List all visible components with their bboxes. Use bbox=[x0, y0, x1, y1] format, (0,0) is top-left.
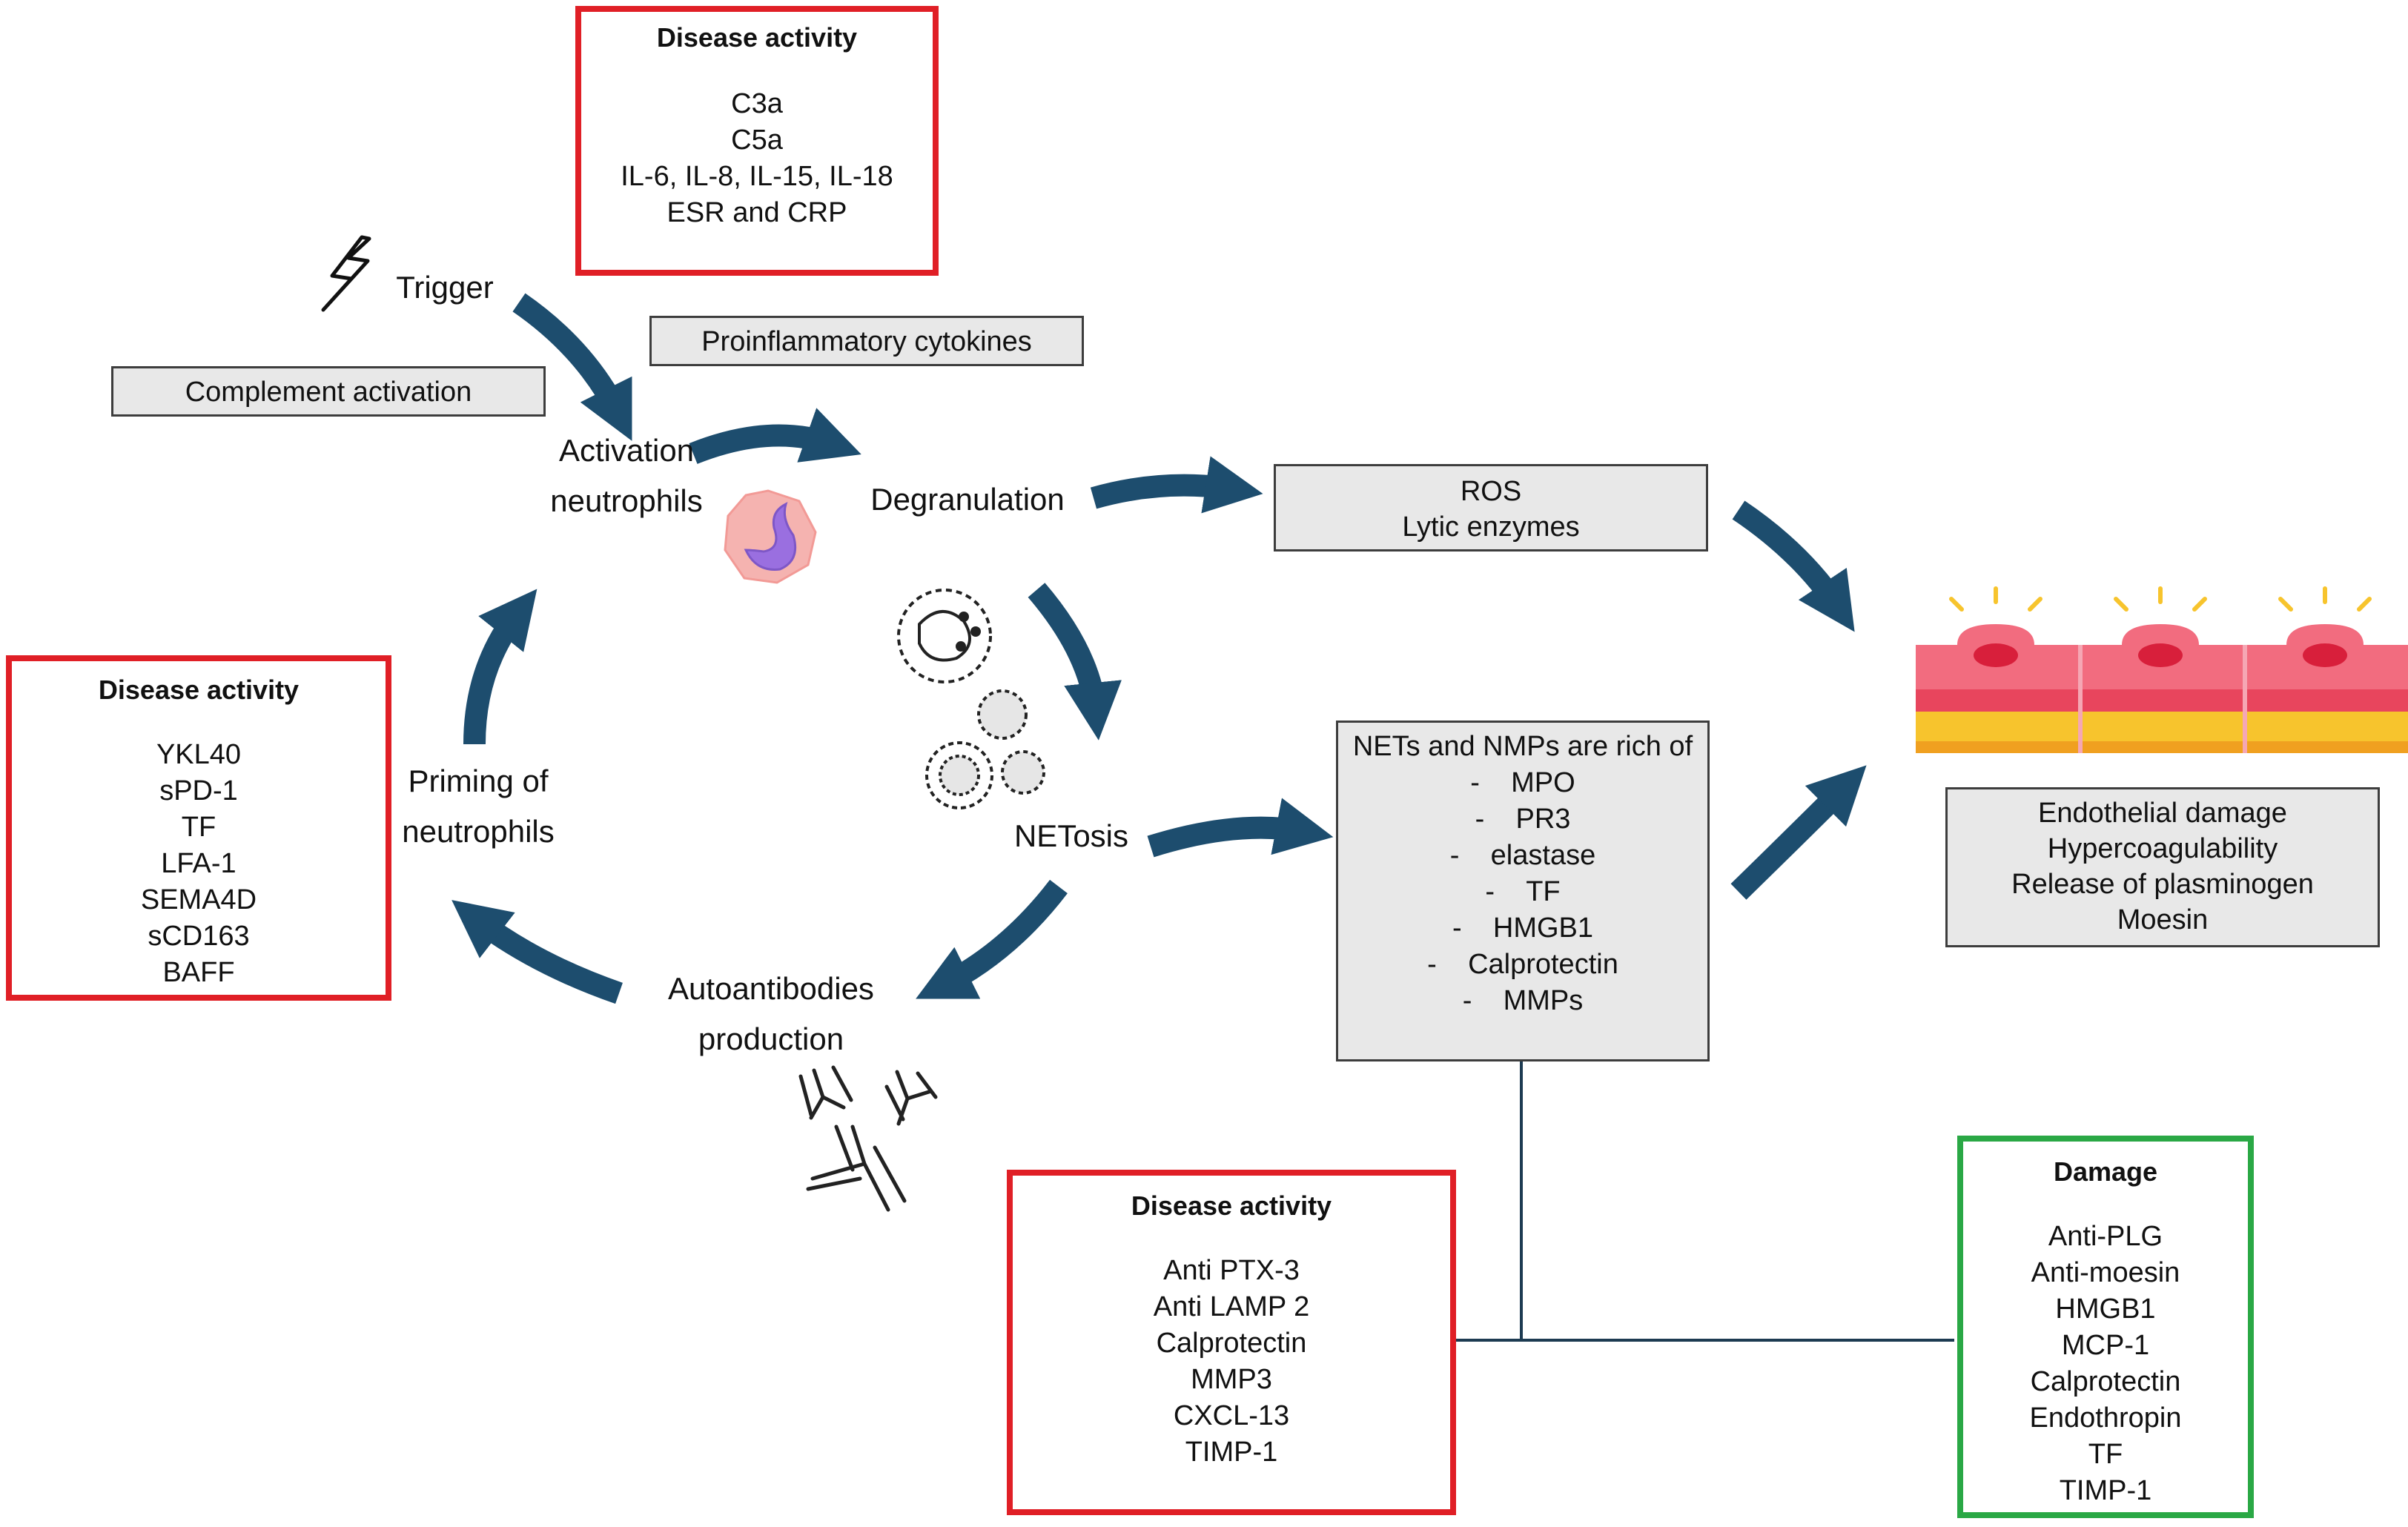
list-item: Anti-PLG bbox=[2048, 1221, 2163, 1252]
list-item: Anti-moesin bbox=[2031, 1257, 2180, 1288]
list-item: - elastase bbox=[1449, 840, 1596, 871]
list-item: YKL40 bbox=[156, 739, 242, 770]
list-item: MCP-1 bbox=[2061, 1330, 2150, 1361]
nets-nmps-box: NETs and NMPs are rich of - MPO - PR3 - … bbox=[1336, 721, 1710, 1061]
arrow-activation-to-degranulation bbox=[689, 408, 861, 464]
netosis-cells-icon bbox=[897, 589, 1045, 809]
autoantibodies-production-label: Autoantibodies production bbox=[668, 971, 874, 1056]
list-item: SEMA4D bbox=[140, 884, 257, 915]
trigger-label: Trigger bbox=[396, 270, 494, 305]
ros-lytic-enzymes-box: ROS Lytic enzymes bbox=[1274, 464, 1708, 551]
complement-activation-box: Complement activation bbox=[111, 366, 546, 417]
box-title: Disease activity bbox=[98, 675, 300, 705]
disease-activity-box-top: Disease activity C3a C5a IL-6, IL-8, IL-… bbox=[575, 6, 939, 276]
proinflammatory-cytokines-label: Proinflammatory cytokines bbox=[701, 326, 1032, 357]
box-title: Disease activity bbox=[656, 22, 858, 53]
arrow-priming-to-activation bbox=[463, 589, 538, 745]
marker-list: C3a C5a IL-6, IL-8, IL-15, IL-18 ESR and… bbox=[581, 86, 933, 231]
damage-box: Damage Anti-PLG Anti-moesin HMGB1 MCP-1 … bbox=[1957, 1136, 2254, 1518]
degranulation-label: Degranulation bbox=[870, 482, 1065, 517]
neutrophil-cell-icon bbox=[724, 489, 817, 584]
arrow-autoantibodies-to-priming bbox=[452, 900, 623, 1004]
list-item: Moesin bbox=[2117, 904, 2209, 935]
proinflammatory-cytokines-box: Proinflammatory cytokines bbox=[649, 316, 1084, 366]
list-item: BAFF bbox=[162, 957, 235, 988]
list-item: - PR3 bbox=[1475, 804, 1571, 835]
list-item: Endothelial damage bbox=[2038, 798, 2287, 829]
list-item: Anti LAMP 2 bbox=[1153, 1291, 1310, 1322]
list-item: CXCL-13 bbox=[1173, 1400, 1290, 1431]
arrow-netosis-to-nets bbox=[1147, 798, 1334, 858]
activation-neutrophils-label: Activation neutrophils bbox=[550, 433, 703, 518]
disease-activity-box-bottom: Disease activity Anti PTX-3 Anti LAMP 2 … bbox=[1007, 1170, 1456, 1515]
list-item: - TF bbox=[1485, 876, 1561, 907]
nets-header: NETs and NMPs are rich of bbox=[1352, 731, 1693, 762]
list-item: sPD-1 bbox=[159, 775, 238, 806]
list-item: - MPO bbox=[1470, 767, 1575, 798]
lightning-icon bbox=[321, 235, 371, 312]
box-title: Disease activity bbox=[1131, 1190, 1332, 1221]
arrow-degranulation-to-netosis bbox=[1028, 583, 1122, 741]
antibodies-icon bbox=[798, 1065, 938, 1212]
connector-lines bbox=[1455, 1061, 1954, 1342]
priming-neutrophils-label: Priming of neutrophils bbox=[402, 764, 555, 849]
list-item: C5a bbox=[731, 125, 783, 156]
box-title: Damage bbox=[2053, 1156, 2158, 1187]
arrow-trigger-to-activation bbox=[512, 293, 632, 441]
arrow-nets-to-vessel bbox=[1730, 765, 1867, 900]
list-item: - Calprotectin bbox=[1427, 949, 1618, 980]
list-item: Anti PTX-3 bbox=[1163, 1255, 1300, 1286]
list-item: sCD163 bbox=[148, 921, 250, 952]
list-item: ESR and CRP bbox=[666, 197, 847, 228]
list-item: Calprotectin bbox=[1156, 1328, 1307, 1359]
list-item: Hypercoagulability bbox=[2047, 833, 2278, 864]
blood-vessel-icon bbox=[1916, 586, 2408, 753]
endothelial-effects-box: Endothelial damage Hypercoagulability Re… bbox=[1945, 787, 2380, 947]
list-item: C3a bbox=[731, 88, 783, 119]
list-item: TIMP-1 bbox=[1185, 1437, 1278, 1468]
list-item: TF bbox=[2088, 1439, 2123, 1470]
disease-activity-box-left: Disease activity YKL40 sPD-1 TF LFA-1 SE… bbox=[6, 655, 391, 1001]
arrow-netosis-to-autoantibodies bbox=[916, 879, 1068, 999]
ros-label: ROS bbox=[1460, 476, 1522, 507]
list-item: LFA-1 bbox=[161, 848, 236, 879]
lytic-enzymes-label: Lytic enzymes bbox=[1402, 511, 1580, 543]
list-item: HMGB1 bbox=[2055, 1294, 2156, 1325]
list-item: TF bbox=[181, 812, 216, 843]
list-item: - HMGB1 bbox=[1452, 912, 1594, 944]
marker-list: Anti PTX-3 Anti LAMP 2 Calprotectin MMP3… bbox=[1013, 1253, 1450, 1471]
list-item: TIMP-1 bbox=[2059, 1475, 2152, 1506]
list-item: IL-6, IL-8, IL-15, IL-18 bbox=[621, 161, 893, 192]
list-item: Calprotectin bbox=[2030, 1366, 2181, 1397]
list-item: MMP3 bbox=[1191, 1364, 1272, 1395]
list-item: Endothropin bbox=[2029, 1402, 2182, 1434]
marker-list: Anti-PLG Anti-moesin HMGB1 MCP-1 Calprot… bbox=[1963, 1219, 2248, 1509]
arrow-ros-to-vessel bbox=[1732, 500, 1855, 632]
complement-activation-label: Complement activation bbox=[185, 377, 472, 408]
arrow-degranulation-to-ros bbox=[1090, 456, 1263, 514]
marker-list: YKL40 sPD-1 TF LFA-1 SEMA4D sCD163 BAFF bbox=[12, 737, 386, 991]
netosis-label: NETosis bbox=[1013, 818, 1129, 853]
list-item: - MMPs bbox=[1462, 985, 1584, 1016]
list-item: Release of plasminogen bbox=[2011, 869, 2314, 900]
